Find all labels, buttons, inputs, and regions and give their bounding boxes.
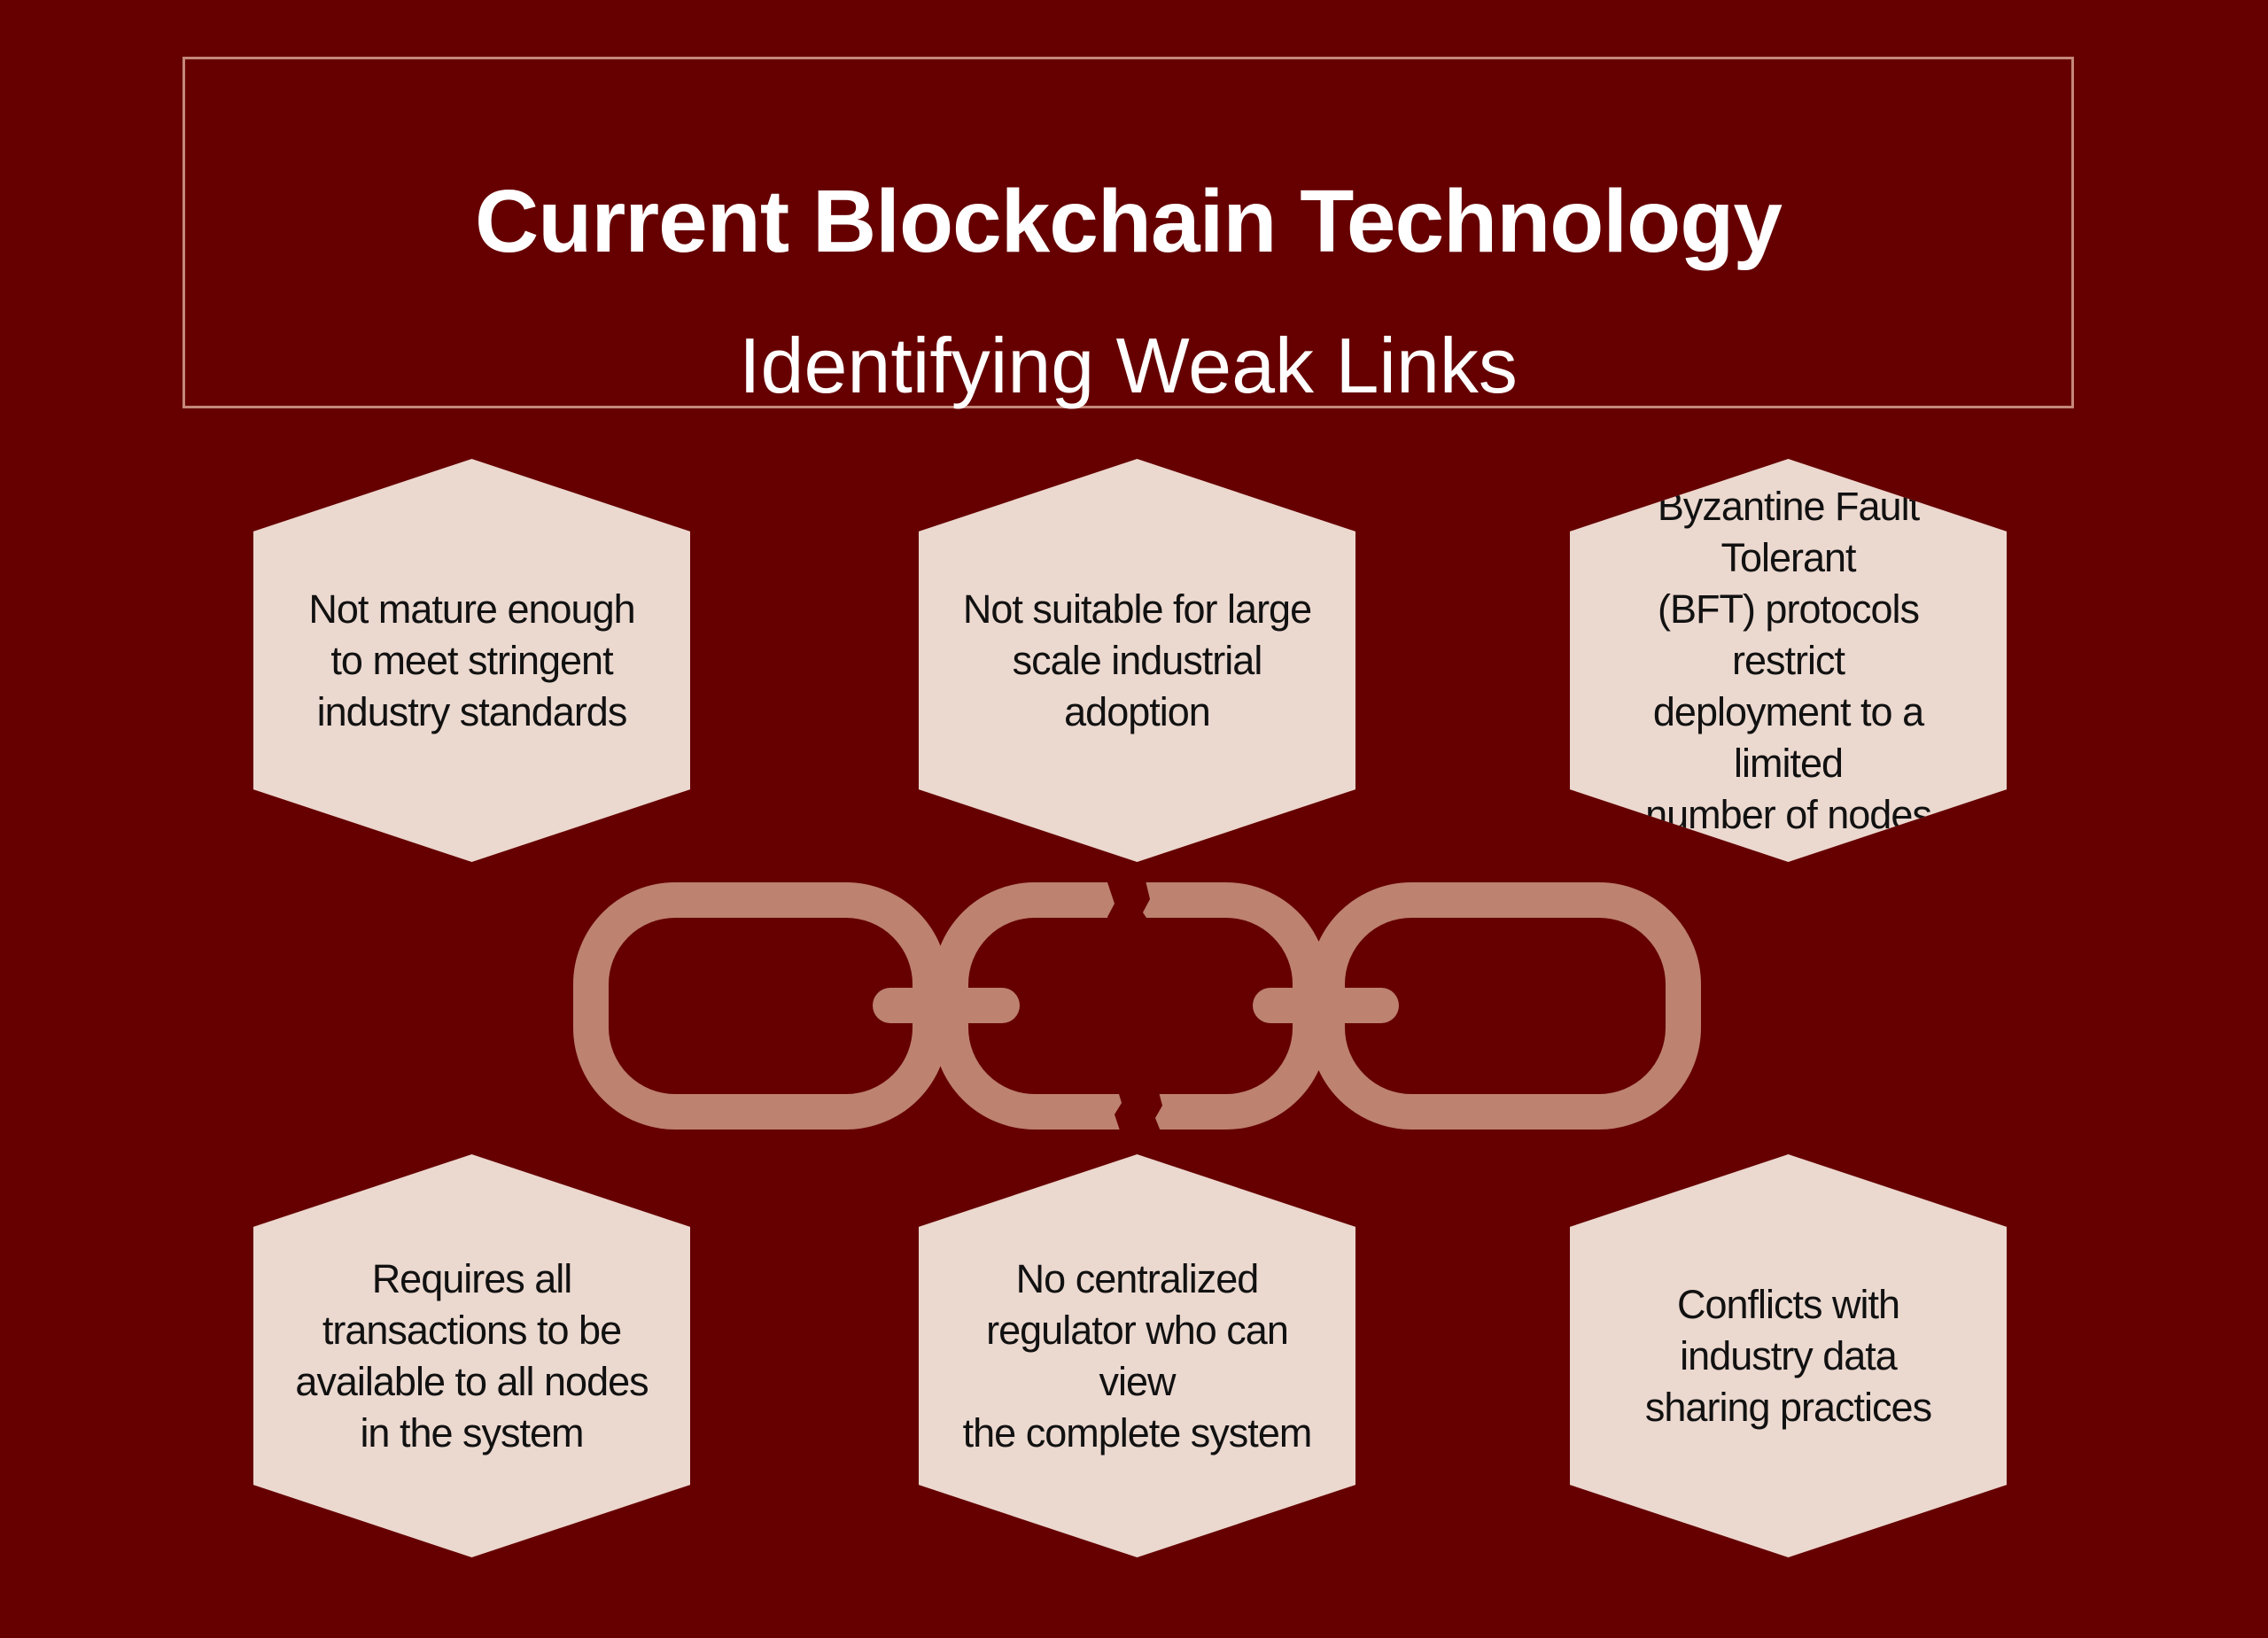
weak-link-text: Not suitable for large scale industrial … (962, 586, 1312, 734)
weak-link-text: No centralized regulator who can view th… (962, 1255, 1313, 1456)
weak-link-hexagon: Requires all transactions to be availabl… (253, 1154, 690, 1557)
chain-break-bottom (1115, 1085, 1162, 1136)
weak-link-hexagon: No centralized regulator who can view th… (919, 1154, 1355, 1557)
weak-link-hexagon: Not suitable for large scale industrial … (919, 459, 1355, 862)
weak-link-text: Requires all transactions to be availabl… (295, 1255, 649, 1456)
page-title: Current Blockchain Technology (475, 172, 1783, 271)
page-subtitle: Identifying Weak Links (739, 322, 1518, 409)
weak-link-hexagon: Byzantine Fault Tolerant (BFT) protocols… (1570, 459, 2007, 862)
weak-link-hexagon: Not mature enough to meet stringent indu… (253, 459, 690, 862)
weak-link-text: Not mature enough to meet stringent indu… (308, 586, 635, 734)
weak-link-hexagon: Conflicts with industry data sharing pra… (1570, 1154, 2007, 1557)
weak-link-text: Conflicts with industry data sharing pra… (1644, 1281, 1932, 1430)
weak-link-text: Byzantine Fault Tolerant (BFT) protocols… (1645, 483, 1932, 837)
title-box: Current Blockchain Technology Identifyin… (183, 57, 2074, 409)
chain-break-top (1106, 877, 1152, 926)
